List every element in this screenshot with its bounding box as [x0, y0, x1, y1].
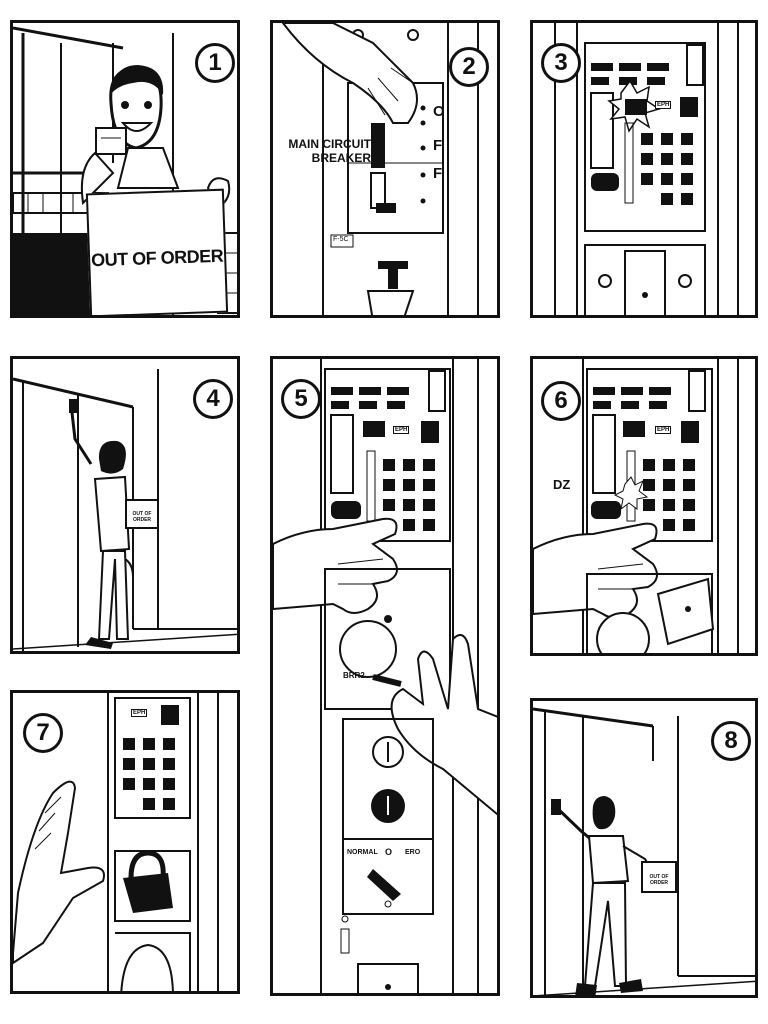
- elevator-door-icon: [533, 707, 755, 995]
- panel-8-illustration: [533, 707, 755, 995]
- key-icon: [372, 674, 402, 687]
- main-circuit-breaker-label: MAIN CIRCUIT BREAKER: [288, 137, 371, 165]
- step-number-3: 3: [541, 43, 581, 83]
- step-number-8: 8: [711, 721, 751, 761]
- side-label-dz: DZ: [553, 477, 571, 492]
- person-icon: [69, 399, 134, 649]
- panel-6: EPH DZ 6: [530, 356, 758, 656]
- panel-6-illustration: [533, 359, 739, 653]
- panel-2: MAIN CIRCUIT BREAKER O F F F-5C 2: [270, 20, 500, 318]
- step-number-6: 6: [541, 381, 581, 421]
- control-panel-icon: [324, 368, 451, 542]
- person-icon: [80, 65, 231, 210]
- hand-icon: [273, 517, 398, 614]
- panel-7: EPH 7: [10, 690, 240, 994]
- panel-display-eph: EPH: [393, 426, 410, 434]
- step-number-5: 5: [281, 379, 321, 419]
- panel-3-illustration: [554, 23, 739, 315]
- step-number-4: 4: [193, 379, 233, 419]
- padlock-icon: [123, 850, 173, 913]
- panel-5: EPH BRR2 NORMAL O ERO 5: [270, 356, 500, 996]
- panel-3: EPH 3: [530, 20, 758, 318]
- person-icon: [551, 796, 652, 995]
- control-panel-icon: [584, 42, 706, 232]
- panel-display-eph: EPH: [655, 101, 672, 109]
- panel-8: OUT OF ORDER 8: [530, 698, 758, 998]
- panel-4: OUT OF ORDER 4: [10, 356, 240, 654]
- hand-icon: [281, 23, 418, 124]
- panel-4-illustration: [13, 369, 237, 651]
- step-number-7: 7: [23, 713, 63, 753]
- out-of-order-sign: OUT OF ORDER: [85, 188, 229, 315]
- out-of-order-sign: OUT OF ORDER: [641, 861, 677, 893]
- panel-7-illustration: [13, 693, 219, 991]
- switch-label-normal: NORMAL: [347, 849, 378, 856]
- switch-label-o: O: [385, 847, 393, 857]
- step-number-1: 1: [195, 43, 235, 83]
- panel-1: OUT OF ORDER 1: [10, 20, 240, 318]
- panel-5-illustration: [273, 359, 497, 993]
- panel-display-eph: EPH: [655, 426, 672, 434]
- switch-label-ero: ERO: [405, 849, 421, 856]
- switch-letter-o: O: [433, 103, 445, 120]
- hand-icon: [13, 780, 105, 965]
- switch-letter-f1: F: [433, 137, 443, 154]
- breaker-tag: F-5C: [333, 236, 349, 243]
- key-label-brr2: BRR2: [343, 671, 365, 680]
- out-of-order-sign: OUT OF ORDER: [125, 499, 159, 529]
- step-number-2: 2: [449, 47, 489, 87]
- control-panel-icon: [586, 368, 713, 542]
- switch-letter-f2: F: [433, 165, 443, 182]
- control-panel-icon: [114, 697, 191, 819]
- hand-icon: [533, 522, 658, 619]
- panel-display-eph: EPH: [131, 709, 148, 717]
- hand-icon: [390, 634, 497, 816]
